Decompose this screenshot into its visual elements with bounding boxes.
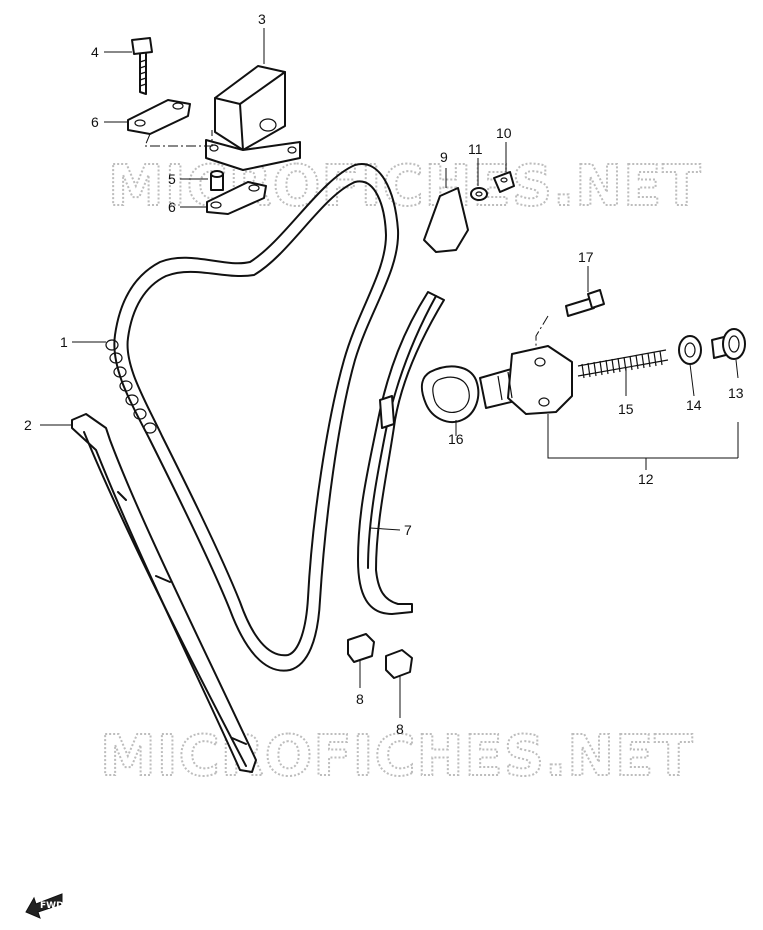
part-7-tensioner-guide	[357, 291, 445, 615]
callout-7: 7	[404, 522, 412, 538]
part-2-front-guide	[71, 413, 257, 773]
part-13-cap-bolt	[711, 328, 746, 360]
callout-6-upper: 6	[91, 114, 99, 130]
part-8-pad-left	[347, 633, 375, 663]
part-12-tensioner-assy	[479, 345, 573, 415]
part-1-cam-chain	[105, 163, 400, 672]
part-6-plate-lower	[206, 181, 267, 215]
callout-4: 4	[91, 44, 99, 60]
part-15-spring	[577, 349, 669, 379]
callout-14: 14	[686, 397, 702, 413]
part-4-bolt	[131, 37, 153, 95]
callout-9: 9	[440, 149, 448, 165]
callout-13: 13	[728, 385, 744, 401]
fwd-arrow-icon: FWD	[25, 893, 64, 919]
callout-2: 2	[24, 417, 32, 433]
callout-6-lower: 6	[168, 199, 176, 215]
part-5-collar	[210, 170, 224, 191]
fwd-label: FWD	[40, 901, 64, 911]
callout-8-right: 8	[396, 721, 404, 737]
part-16-gasket	[420, 365, 480, 423]
part-10-bolt	[493, 171, 515, 193]
watermark-bottom: MICROFICHES.NET	[100, 724, 694, 789]
part-11-washer	[470, 187, 488, 201]
callout-5: 5	[168, 171, 176, 187]
part-17-bolt	[565, 289, 605, 317]
part-3-guide-holder	[205, 65, 301, 171]
leader-lines	[40, 28, 739, 718]
callout-17: 17	[578, 249, 594, 265]
part-6-plate-upper	[127, 99, 191, 135]
part-9-stopper-guide	[423, 187, 469, 253]
callout-3: 3	[258, 11, 266, 27]
part-8-pad-right	[385, 649, 413, 679]
callout-10: 10	[496, 125, 512, 141]
part-14-washer	[678, 335, 702, 365]
callout-8-left: 8	[356, 691, 364, 707]
callout-12: 12	[638, 471, 654, 487]
watermark-top: MICROFICHES.NET	[108, 154, 702, 219]
callout-15: 15	[618, 401, 634, 417]
callout-16: 16	[448, 431, 464, 447]
callout-11: 11	[468, 141, 483, 157]
callout-1: 1	[60, 334, 68, 350]
